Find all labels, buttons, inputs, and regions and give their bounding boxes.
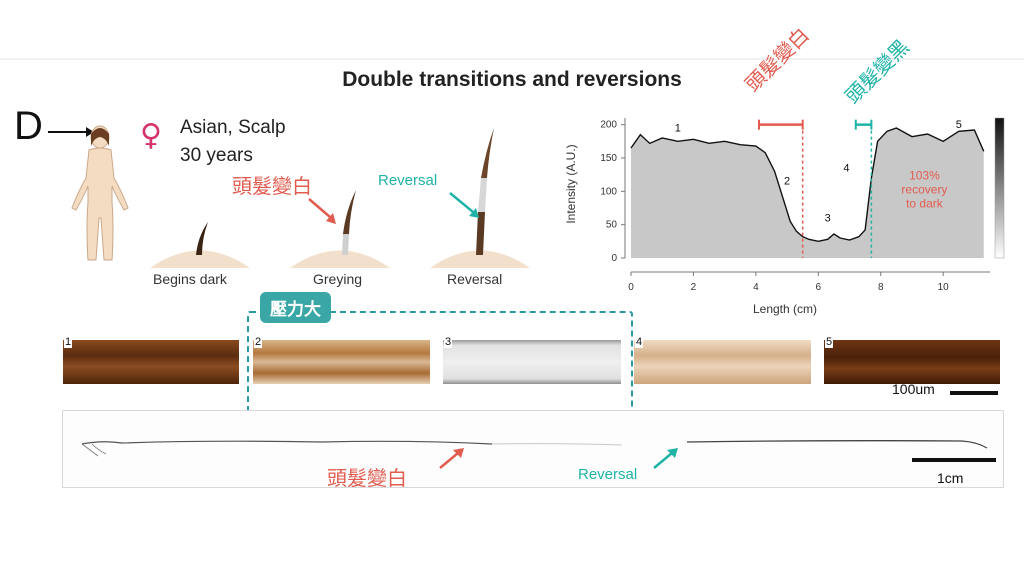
y-tick-label: 150	[600, 153, 617, 164]
y-tick-label: 50	[606, 220, 618, 231]
stage-label-begins-dark: Begins dark	[153, 271, 227, 287]
region-label-4: 4	[843, 162, 849, 174]
y-tick-label: 100	[600, 186, 617, 197]
whole-hair-strand	[81, 440, 988, 457]
hair-strip-5	[824, 340, 1000, 384]
x-tick-label: 8	[878, 282, 884, 293]
recovery-annotation-line: recovery	[901, 182, 947, 196]
hair-strip-1	[63, 340, 239, 384]
region-label-1: 1	[675, 122, 681, 134]
pointer-arrow-icon	[48, 127, 94, 137]
hair-stage-illustrations	[150, 128, 530, 268]
red-arrow-icon	[308, 198, 336, 224]
chart-y-axis-label: Intensity (A.U.)	[564, 144, 578, 223]
hair-strip-3	[443, 340, 621, 384]
reversal-label-top: Reversal	[378, 172, 438, 189]
strip-number-3: 3	[444, 336, 453, 348]
subject-group: Asian, Scalp	[180, 117, 286, 138]
stage-begins-dark	[150, 222, 250, 268]
strip-number-1: 1	[64, 336, 73, 348]
region-label-5: 5	[956, 119, 962, 131]
recovery-annotation-line: to dark	[906, 196, 944, 210]
bottom-reversal-label: Reversal	[578, 466, 638, 483]
intensity-line	[630, 127, 985, 243]
human-figure-icon	[71, 125, 129, 261]
micro-scale-bar	[950, 391, 998, 395]
stress-badge: 壓力大	[260, 292, 331, 323]
greying-label-cn: 頭髮變白	[232, 174, 312, 198]
subject-age: 30 years	[180, 145, 253, 166]
region-label-2: 2	[784, 176, 790, 188]
recovery-annotation-line: 103%	[909, 168, 940, 182]
stage-label-greying: Greying	[313, 271, 363, 287]
macro-scale-label: 1cm	[937, 470, 964, 486]
macro-scale-bar	[912, 458, 996, 462]
bottom-red-arrow-icon	[439, 448, 464, 469]
stage-greying	[290, 190, 390, 268]
strip-number-2: 2	[254, 336, 263, 348]
x-tick-label: 2	[691, 282, 697, 293]
x-tick-label: 10	[938, 282, 950, 293]
x-tick-label: 4	[753, 282, 759, 293]
panel-letter: D	[14, 104, 43, 148]
grayscale-colorbar	[994, 117, 1005, 259]
figure-title: Double transitions and reversions	[342, 68, 682, 91]
stage-label-reversal: Reversal	[447, 271, 503, 287]
subject-description: Asian, Scalp 30 years	[180, 114, 286, 170]
bottom-teal-arrow-icon	[653, 448, 678, 469]
micro-scale-label: 100um	[892, 381, 935, 397]
y-tick-label: 0	[611, 253, 617, 264]
teal-arrow-icon	[449, 192, 479, 218]
female-symbol-icon: ♀	[140, 118, 162, 153]
strip-number-5: 5	[825, 336, 834, 348]
strip-number-4: 4	[635, 336, 644, 348]
y-tick-label: 200	[600, 120, 617, 131]
top-divider	[0, 58, 1024, 60]
whole-hair-image	[62, 410, 1004, 488]
chart-x-axis-label: Length (cm)	[753, 302, 817, 316]
x-tick-label: 6	[816, 282, 822, 293]
region-label-3: 3	[825, 212, 831, 224]
stage-reversal	[430, 128, 530, 268]
x-tick-label: 0	[628, 282, 634, 293]
bottom-greying-label-cn: 頭髮變白	[327, 466, 407, 490]
hair-strip-2	[253, 340, 430, 384]
hair-strip-4	[634, 340, 811, 384]
intensity-area	[631, 128, 984, 258]
